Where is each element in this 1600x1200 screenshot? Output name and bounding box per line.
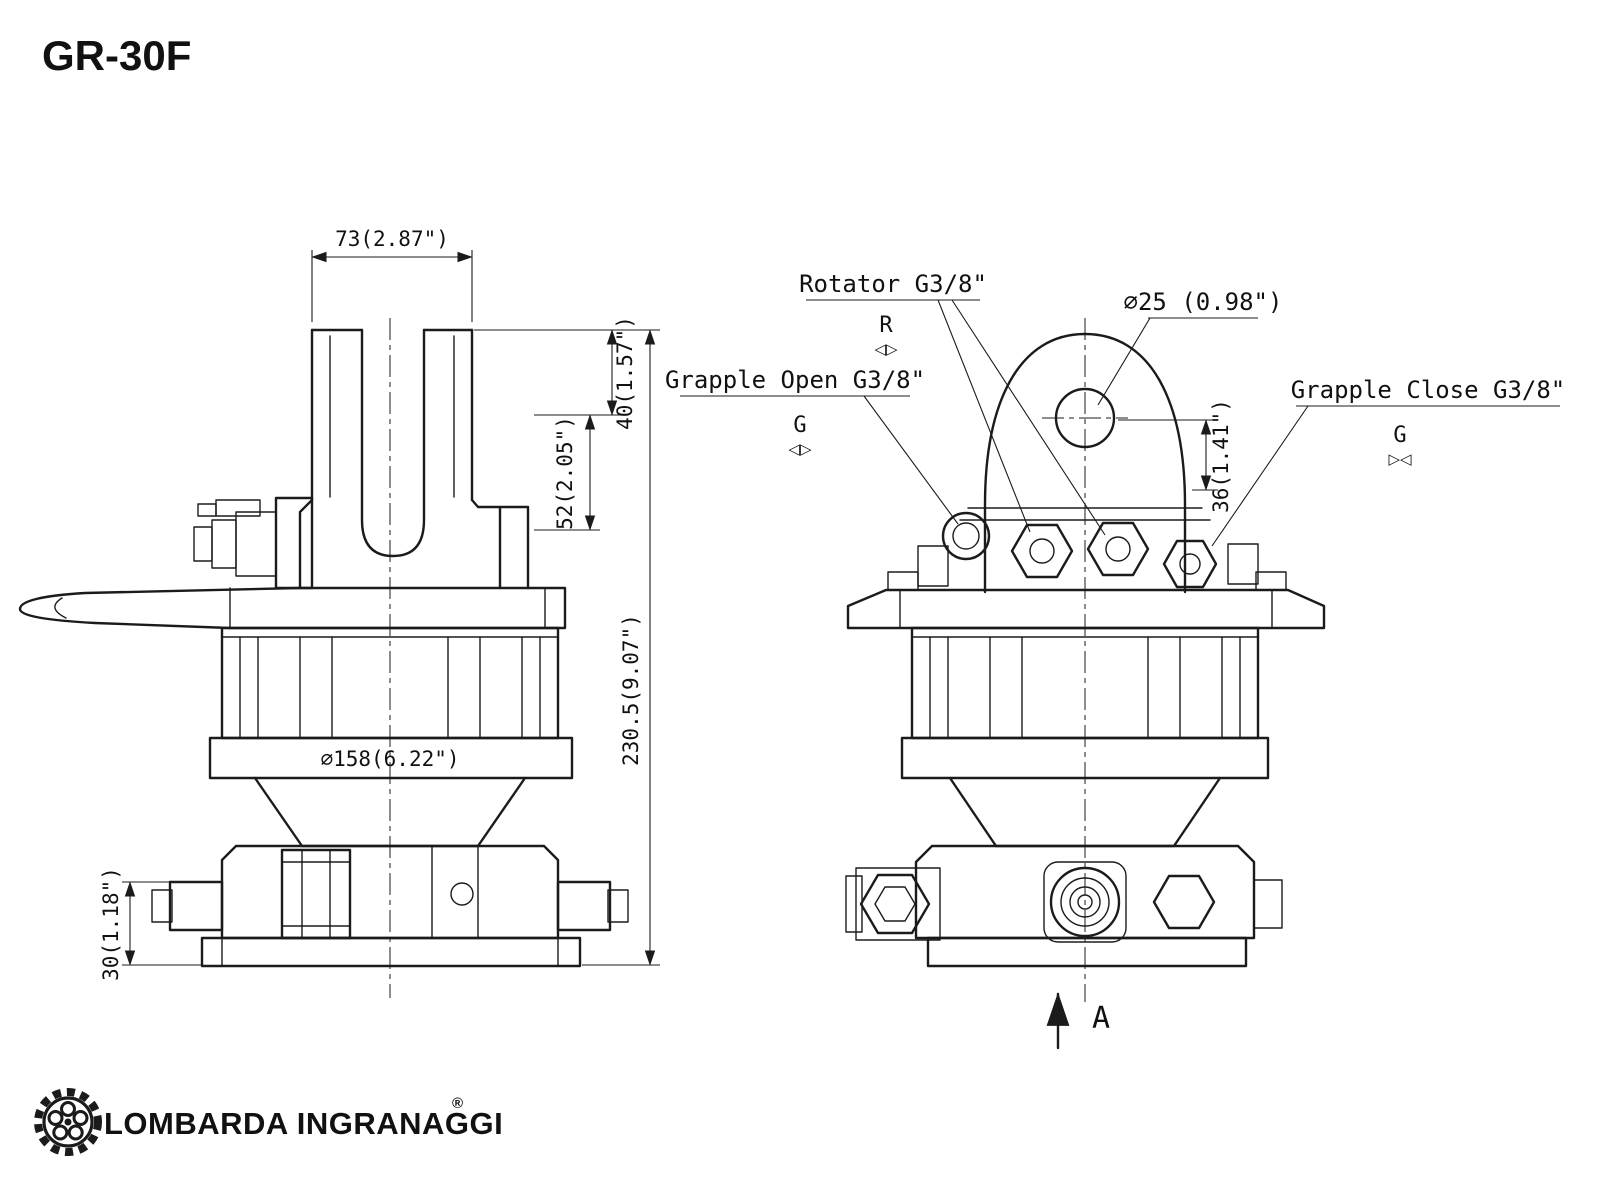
dim-label-30: 30(1.18") [99, 867, 123, 981]
hole-diameter-label: ⌀25 (0.98") [1124, 288, 1283, 316]
rotator-direction-arrows: ◁▷ [874, 340, 898, 358]
front-base [845, 844, 1283, 968]
gear-icon [34, 1088, 102, 1156]
front-flange [846, 571, 1326, 630]
dim-ear-width: 36(1.41") [1118, 399, 1233, 513]
front-hex-nut [1152, 874, 1216, 930]
flange-diameter-label: ⌀158(6.22") [320, 747, 459, 771]
brand-name: LOMBARDA INGRANAGGI [104, 1106, 503, 1141]
grapple-close-label: Grapple Close G3/8" [1291, 376, 1566, 404]
front-flange-ring [900, 736, 1270, 780]
grapple-open-label: Grapple Open G3/8" [665, 366, 925, 394]
dim-label-36: 36(1.41") [1209, 399, 1233, 513]
grapple-open-direction-arrows: ◁▷ [788, 440, 812, 458]
rotator-symbol: R [879, 313, 893, 338]
front-hex-bolt [845, 867, 941, 941]
clevis-fork [298, 328, 530, 590]
section-label: A [1092, 1001, 1110, 1036]
side-view: ⌀158(6.22") 73(2.87") [18, 227, 660, 998]
hole-diameter-callout: ⌀25 (0.98") [1097, 288, 1283, 406]
grapple-close-direction-arrows: ▷◁ [1388, 450, 1412, 468]
center-boss [1043, 861, 1127, 943]
hanger-flange [18, 586, 567, 630]
dim-upper-height: 40(1.57") [474, 316, 660, 430]
grapple-open-symbol: G [793, 413, 806, 438]
page-title: GR-30F [42, 32, 191, 79]
front-fittings [917, 511, 1259, 589]
dim-mid-height: 52(2.05") [534, 414, 600, 531]
dim-total-height: 230.5(9.07") [582, 329, 660, 966]
dim-label-230: 230.5(9.07") [619, 614, 643, 766]
brand-logo: LOMBARDA INGRANAGGI ® [34, 1088, 503, 1156]
side-flange-ring: ⌀158(6.22") [208, 736, 574, 780]
registered-mark: ® [452, 1095, 463, 1112]
dim-top-width: 73(2.87") [311, 227, 473, 322]
front-view: Rotator G3/8" R ◁▷ Grapple Open G3/8" G … [665, 270, 1566, 1050]
side-hydraulic-fittings [193, 496, 314, 590]
dim-base-height: 30(1.18") [99, 867, 202, 981]
side-base [151, 844, 629, 968]
rotator-label: Rotator G3/8" [799, 270, 987, 298]
dim-label-73: 73(2.87") [335, 227, 449, 251]
dome-shackle [959, 332, 1211, 594]
dim-label-40: 40(1.57") [613, 316, 637, 430]
grapple-close-symbol: G [1393, 423, 1406, 448]
grapple-open-port-label: Grapple Open G3/8" G ◁▷ [665, 366, 959, 525]
side-hex-bolt [280, 848, 352, 940]
dim-label-52: 52(2.05") [553, 416, 577, 530]
rotator-port-label: Rotator G3/8" R ◁▷ [799, 270, 1106, 536]
section-arrow: A [1046, 992, 1110, 1050]
grapple-close-port-label: Grapple Close G3/8" G ▷◁ [1211, 376, 1566, 547]
